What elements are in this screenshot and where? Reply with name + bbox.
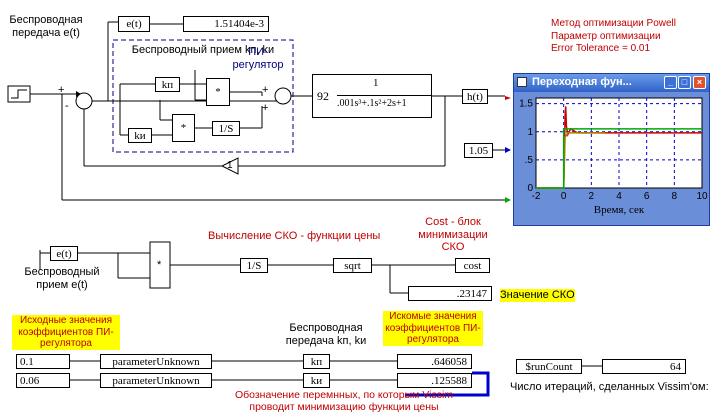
error-tolerance-label: Error Tolerance = 0.01: [551, 43, 651, 54]
x-tick-label: 10: [696, 191, 708, 202]
x-tick-label: 6: [644, 191, 650, 202]
sum2-plus-top: +: [262, 84, 269, 96]
ki-block[interactable]: kи: [128, 128, 152, 143]
sum1-plus: +: [58, 84, 65, 96]
x-tick-label: -2: [532, 191, 541, 202]
cost-block[interactable]: cost: [455, 258, 490, 273]
rmse-display: .23147: [408, 286, 492, 301]
param-unknown-ki[interactable]: parameterUnknown: [100, 373, 212, 388]
rmse-calc-label: Вычисление СКО - функции цены: [208, 230, 381, 242]
multiply-block-ki[interactable]: *: [172, 114, 195, 142]
y-tick-label: 0: [527, 183, 533, 194]
integrator-block[interactable]: 1/S: [212, 121, 240, 136]
iterations-label: Число итераций, сделанных Vissim'ом:: [510, 381, 709, 393]
pi-regulator-label: ПИ- регулятор: [232, 46, 284, 71]
window-icon: [517, 77, 527, 87]
x-axis-label: Время, сек: [594, 204, 645, 216]
param-unknown-kp[interactable]: parameterUnknown: [100, 354, 212, 369]
y-tick-label: 1: [527, 127, 533, 138]
optimization-param-label: Параметр оптимизации: [551, 31, 661, 42]
target-values-label: Искомые значения коэффициентов ПИ-регуля…: [383, 311, 483, 346]
setpoint-display: 1.05: [464, 143, 493, 158]
rmse-value-label: Значение СКО: [500, 289, 575, 302]
maximize-button[interactable]: □: [678, 76, 691, 89]
sqrt-block[interactable]: sqrt: [333, 258, 372, 273]
y-tick-label: .5: [525, 155, 534, 166]
kp-block[interactable]: kп: [155, 77, 180, 92]
sum1-minus: -: [65, 100, 69, 112]
x-tick-label: 2: [589, 191, 595, 202]
kp-tx-block[interactable]: kп: [303, 354, 330, 369]
e-t-rx-block[interactable]: e(t): [50, 246, 78, 261]
result-kp-display: .646058: [397, 354, 472, 369]
minimize-button[interactable]: _: [664, 76, 677, 89]
cost-block-label: Cost - блок минимизации СКО: [418, 216, 488, 254]
x-tick-label: 4: [616, 191, 622, 202]
e-t-display: 1.51404e-3: [183, 16, 269, 32]
transfer-function-block[interactable]: 92 1 .001s³+.1s²+2s+1: [312, 74, 432, 118]
wireless-tx-label: Беспроводная передача e(t): [9, 14, 83, 39]
wireless-rx-e-label: Беспроводный прием e(t): [24, 266, 100, 291]
init-kp-input[interactable]: 0.1: [16, 354, 70, 369]
y-tick-label: 1.5: [519, 99, 533, 110]
ki-tx-block[interactable]: kи: [303, 373, 330, 388]
close-button[interactable]: ×: [693, 76, 706, 89]
wireless-tx-k-label: Беспроводная передача kп, kи: [285, 322, 367, 347]
tf-numerator: 1: [373, 77, 379, 89]
e-t-block[interactable]: e(t): [118, 16, 150, 32]
run-count-block[interactable]: $runCount: [516, 359, 582, 374]
notation-label: Обозначение перемнных, по которым Vissim…: [234, 389, 454, 414]
init-ki-input[interactable]: 0.06: [16, 373, 70, 388]
x-tick-label: 8: [672, 191, 678, 202]
rmse-integrator[interactable]: 1/S: [240, 258, 268, 273]
sum2-plus-bottom: +: [262, 102, 269, 114]
result-ki-display: .125588: [397, 373, 472, 388]
initial-values-label: Исходные значения коэффициентов ПИ-регул…: [12, 315, 120, 350]
multiply-block-kp[interactable]: *: [206, 78, 230, 106]
x-tick-label: 0: [561, 191, 567, 202]
tf-fraction-bar: [337, 95, 431, 96]
rmse-multiply[interactable]: *: [157, 259, 162, 271]
series-line-2: [536, 128, 702, 189]
h-t-block[interactable]: h(t): [462, 89, 488, 104]
optimization-method-label: Метод оптимизации Powell: [551, 18, 676, 29]
wireless-rx-pi-label: Беспроводный прием kп, kи: [131, 44, 275, 56]
unity-gain[interactable]: 1: [227, 160, 233, 171]
run-count-display: 64: [602, 359, 686, 374]
plot-title: Переходная фун...: [532, 76, 632, 88]
plot-titlebar[interactable]: Переходная фун... _ □ ×: [514, 74, 709, 92]
tf-denominator: .001s³+.1s²+2s+1: [337, 98, 407, 109]
tf-gain: 92: [317, 89, 329, 103]
